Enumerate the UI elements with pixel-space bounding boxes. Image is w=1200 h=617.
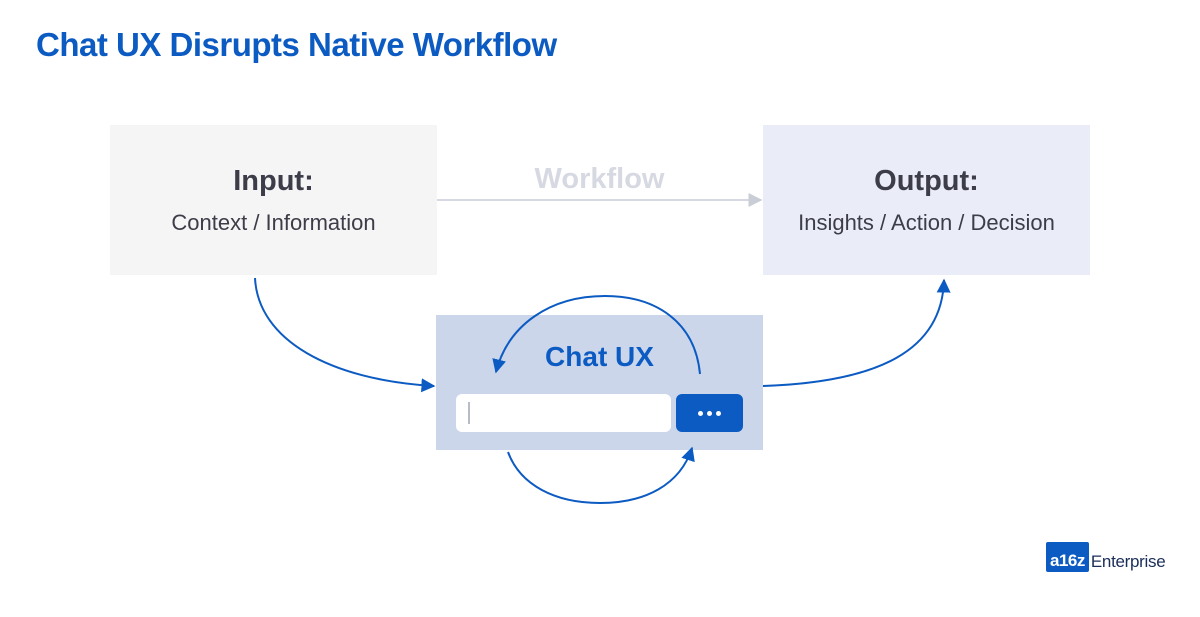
input-to-chat-arrow bbox=[254, 277, 436, 393]
logo-mark: a16z bbox=[1046, 542, 1089, 572]
chat-to-output-arrow bbox=[762, 278, 951, 387]
input-heading: Input: bbox=[233, 164, 314, 197]
page-title: Chat UX Disrupts Native Workflow bbox=[36, 26, 557, 63]
workflow-label: Workflow bbox=[534, 163, 665, 195]
chat-panel: Chat UX bbox=[436, 315, 763, 450]
logo-text: Enterprise bbox=[1090, 551, 1166, 571]
output-heading: Output: bbox=[874, 164, 979, 197]
output-subtitle: Insights / Action / Decision bbox=[798, 209, 1055, 235]
chat-send-button[interactable] bbox=[676, 394, 743, 432]
text-caret bbox=[468, 402, 470, 424]
a16z-logo: a16z Enterprise bbox=[1046, 542, 1166, 572]
chat-input[interactable] bbox=[456, 394, 671, 432]
chat-loop-bottom-arrow bbox=[507, 446, 695, 505]
output-box: Output: Insights / Action / Decision bbox=[763, 125, 1090, 275]
chat-title: Chat UX bbox=[545, 341, 654, 372]
chat-loop-top-arrow bbox=[492, 294, 701, 375]
ellipsis-icon bbox=[698, 410, 721, 416]
input-box: Input: Context / Information bbox=[110, 125, 437, 275]
input-subtitle: Context / Information bbox=[171, 209, 376, 235]
